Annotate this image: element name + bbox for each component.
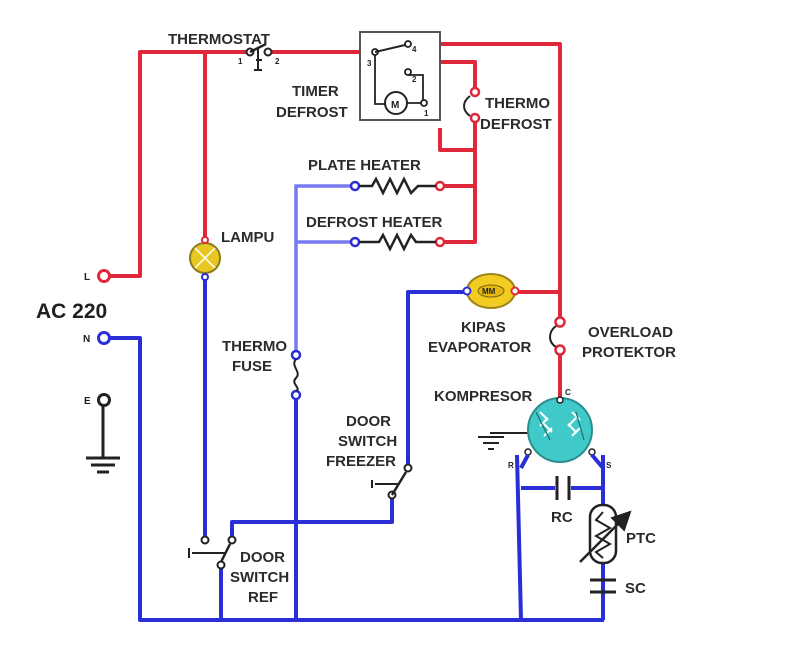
label-timer-line2: DEFROST	[276, 104, 348, 121]
label-thermo-defrost-line2: DEFROST	[480, 116, 552, 133]
plate-heater-resistor	[349, 176, 446, 196]
label-lampu: LAMPU	[221, 229, 274, 246]
wire-l-to-thermostat	[108, 50, 250, 278]
label-door-ref-line3: REF	[248, 589, 278, 606]
heater-return-wiring	[294, 184, 355, 355]
fan-motor-icon	[462, 273, 520, 309]
label-kipas-line2: EVAPORATOR	[428, 339, 532, 356]
label-timer-pin4: 4	[412, 45, 417, 54]
label-overload-line1: OVERLOAD	[588, 324, 673, 341]
ground-symbol	[86, 400, 120, 474]
label-overload-line2: PROTEKTOR	[582, 344, 676, 361]
label-timer-pin1: 1	[424, 109, 429, 118]
rc-capacitor	[555, 476, 571, 500]
label-door-ref-line2: SWITCH	[230, 569, 289, 586]
label-timer-motor: M	[391, 100, 399, 111]
label-comp-c: C	[565, 388, 571, 397]
label-kompresor: KOMPRESOR	[434, 388, 533, 405]
wire-thermo-defrost-to-heaters	[438, 118, 477, 244]
overload-protector	[549, 316, 566, 356]
label-comp-r: R	[508, 461, 514, 470]
terminal-n	[97, 331, 111, 345]
label-kipas-line1: KIPAS	[461, 319, 506, 336]
sc-capacitor	[590, 578, 616, 594]
lamp-icon	[189, 236, 221, 281]
label-door-freezer-line1: DOOR	[346, 413, 391, 430]
wire-n-bus	[108, 336, 604, 622]
label-timer-pin3: 3	[367, 59, 372, 68]
label-thermostat: THERMOSTAT	[168, 31, 270, 48]
label-terminal-l: L	[84, 272, 90, 283]
label-door-ref-line1: DOOR	[240, 549, 285, 566]
wire-compressor-r	[515, 454, 523, 621]
label-thermo-defrost-line1: THERMO	[485, 95, 550, 112]
label-timer-pin2: 2	[412, 75, 417, 84]
label-sc: SC	[625, 580, 646, 597]
defrost-heater-resistor	[349, 232, 446, 252]
label-comp-s: S	[606, 461, 612, 470]
label-terminal-e: E	[84, 396, 91, 407]
terminal-l	[97, 269, 111, 283]
wire-door-ref-top	[230, 498, 394, 542]
terminal-e	[97, 393, 111, 407]
thermo-fuse	[290, 349, 302, 401]
label-thermostat-pin2: 2	[275, 57, 280, 66]
label-door-freezer-line3: FREEZER	[326, 453, 396, 470]
wire-fan-return	[406, 290, 467, 466]
label-door-freezer-line2: SWITCH	[338, 433, 397, 450]
ptc-thermistor	[579, 500, 632, 575]
wire-timer-to-compressor	[408, 42, 562, 322]
label-terminal-n: N	[83, 334, 90, 345]
label-timer-line1: TIMER	[292, 83, 339, 100]
door-switch-freezer	[371, 463, 413, 500]
label-ptc: PTC	[626, 530, 656, 547]
timer-defrost	[359, 31, 441, 121]
label-defrost-heater: DEFROST HEATER	[306, 214, 443, 231]
thermostat-switch	[245, 42, 273, 71]
label-thermo-fuse-line1: THERMO	[222, 338, 287, 355]
door-switch-ref	[188, 535, 237, 570]
label-thermo-fuse-line2: FUSE	[232, 358, 272, 375]
label-plate-heater: PLATE HEATER	[308, 157, 421, 174]
label-fan-motor: MM	[482, 287, 496, 296]
compressor-ground	[478, 432, 528, 450]
label-ac: AC 220	[36, 300, 107, 323]
label-thermostat-pin1: 1	[238, 57, 243, 66]
compressor-icon	[519, 396, 605, 470]
label-rc: RC	[551, 509, 573, 526]
thermo-defrost-switch	[463, 86, 481, 124]
